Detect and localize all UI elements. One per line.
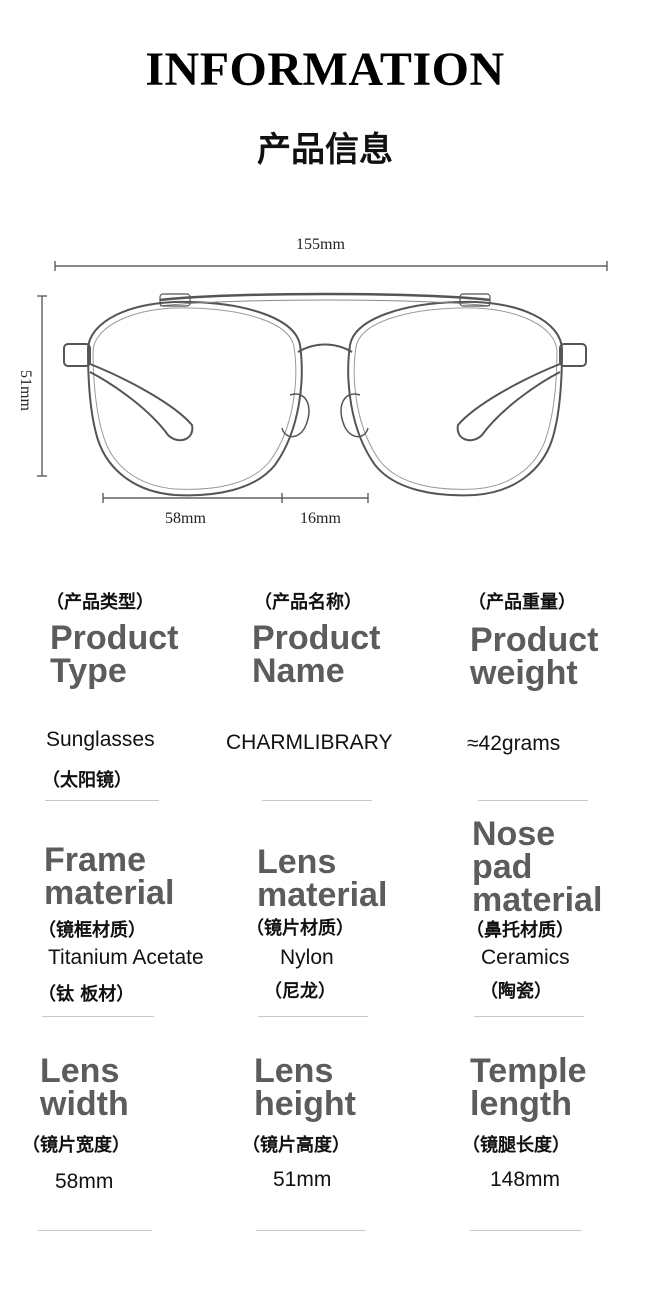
nose-pad-material-value-zh: （陶瓷） bbox=[480, 981, 552, 1002]
divider bbox=[45, 800, 159, 801]
glasses-diagram bbox=[37, 261, 608, 503]
frame-material-zh: （镜框材质） bbox=[38, 920, 146, 941]
height-label: 51mm bbox=[17, 370, 34, 411]
lens-height-value: 51mm bbox=[273, 1168, 332, 1191]
lens-height-zh: （镜片高度） bbox=[242, 1135, 350, 1156]
nose-pad-material-zh: （鼻托材质） bbox=[466, 920, 574, 941]
product-name-value: CHARMLIBRARY bbox=[226, 731, 393, 754]
lens-width-zh: （镜片宽度） bbox=[22, 1135, 130, 1156]
divider bbox=[256, 1230, 366, 1231]
lens-material-zh: （镜片材质） bbox=[246, 918, 354, 939]
temple-length-zh: （镜腿长度） bbox=[462, 1135, 570, 1156]
lens-material-title: Lens material bbox=[257, 843, 388, 914]
lens-width-value: 58mm bbox=[55, 1170, 114, 1193]
divider bbox=[262, 800, 372, 801]
nose-pad-material-title: Nose pad material bbox=[472, 815, 603, 919]
page-title: INFORMATION bbox=[145, 43, 505, 96]
bridge-dim-label: 16mm bbox=[300, 510, 341, 527]
glasses-frame bbox=[63, 292, 587, 497]
lens-height-title: Lens height bbox=[254, 1052, 356, 1123]
page-subtitle: 产品信息 bbox=[257, 130, 393, 170]
divider bbox=[38, 1230, 152, 1231]
product-type-value-zh: （太阳镜） bbox=[42, 770, 132, 791]
lens-material-value: Nylon bbox=[280, 946, 334, 969]
total-width-label: 155mm bbox=[296, 236, 345, 253]
product-name-zh: （产品名称） bbox=[254, 592, 362, 613]
lens-material-value-zh: （尼龙） bbox=[264, 981, 336, 1002]
frame-material-title: Frame material bbox=[44, 841, 175, 912]
divider bbox=[42, 1016, 154, 1017]
product-weight-title: Product weight bbox=[470, 621, 599, 692]
lens-width-dim-label: 58mm bbox=[165, 510, 206, 527]
divider bbox=[474, 1016, 584, 1017]
temple-length-value: 148mm bbox=[490, 1168, 561, 1191]
nose-pad-material-value: Ceramics bbox=[481, 946, 570, 969]
product-name-title: Product Name bbox=[252, 619, 381, 690]
product-type-zh: （产品类型） bbox=[46, 592, 154, 613]
frame-material-value-zh: （钛 板材） bbox=[38, 984, 135, 1005]
product-weight-zh: （产品重量） bbox=[468, 592, 576, 613]
product-type-title: Product Type bbox=[50, 619, 179, 690]
lens-width-title: Lens width bbox=[40, 1052, 129, 1123]
frame-material-value: Titanium Acetate bbox=[48, 946, 204, 969]
product-type-value: Sunglasses bbox=[46, 728, 155, 751]
divider bbox=[258, 1016, 368, 1017]
divider bbox=[470, 1230, 582, 1231]
product-weight-value: ≈42grams bbox=[467, 732, 561, 755]
divider bbox=[478, 800, 588, 801]
temple-length-title: Temple length bbox=[470, 1052, 587, 1123]
